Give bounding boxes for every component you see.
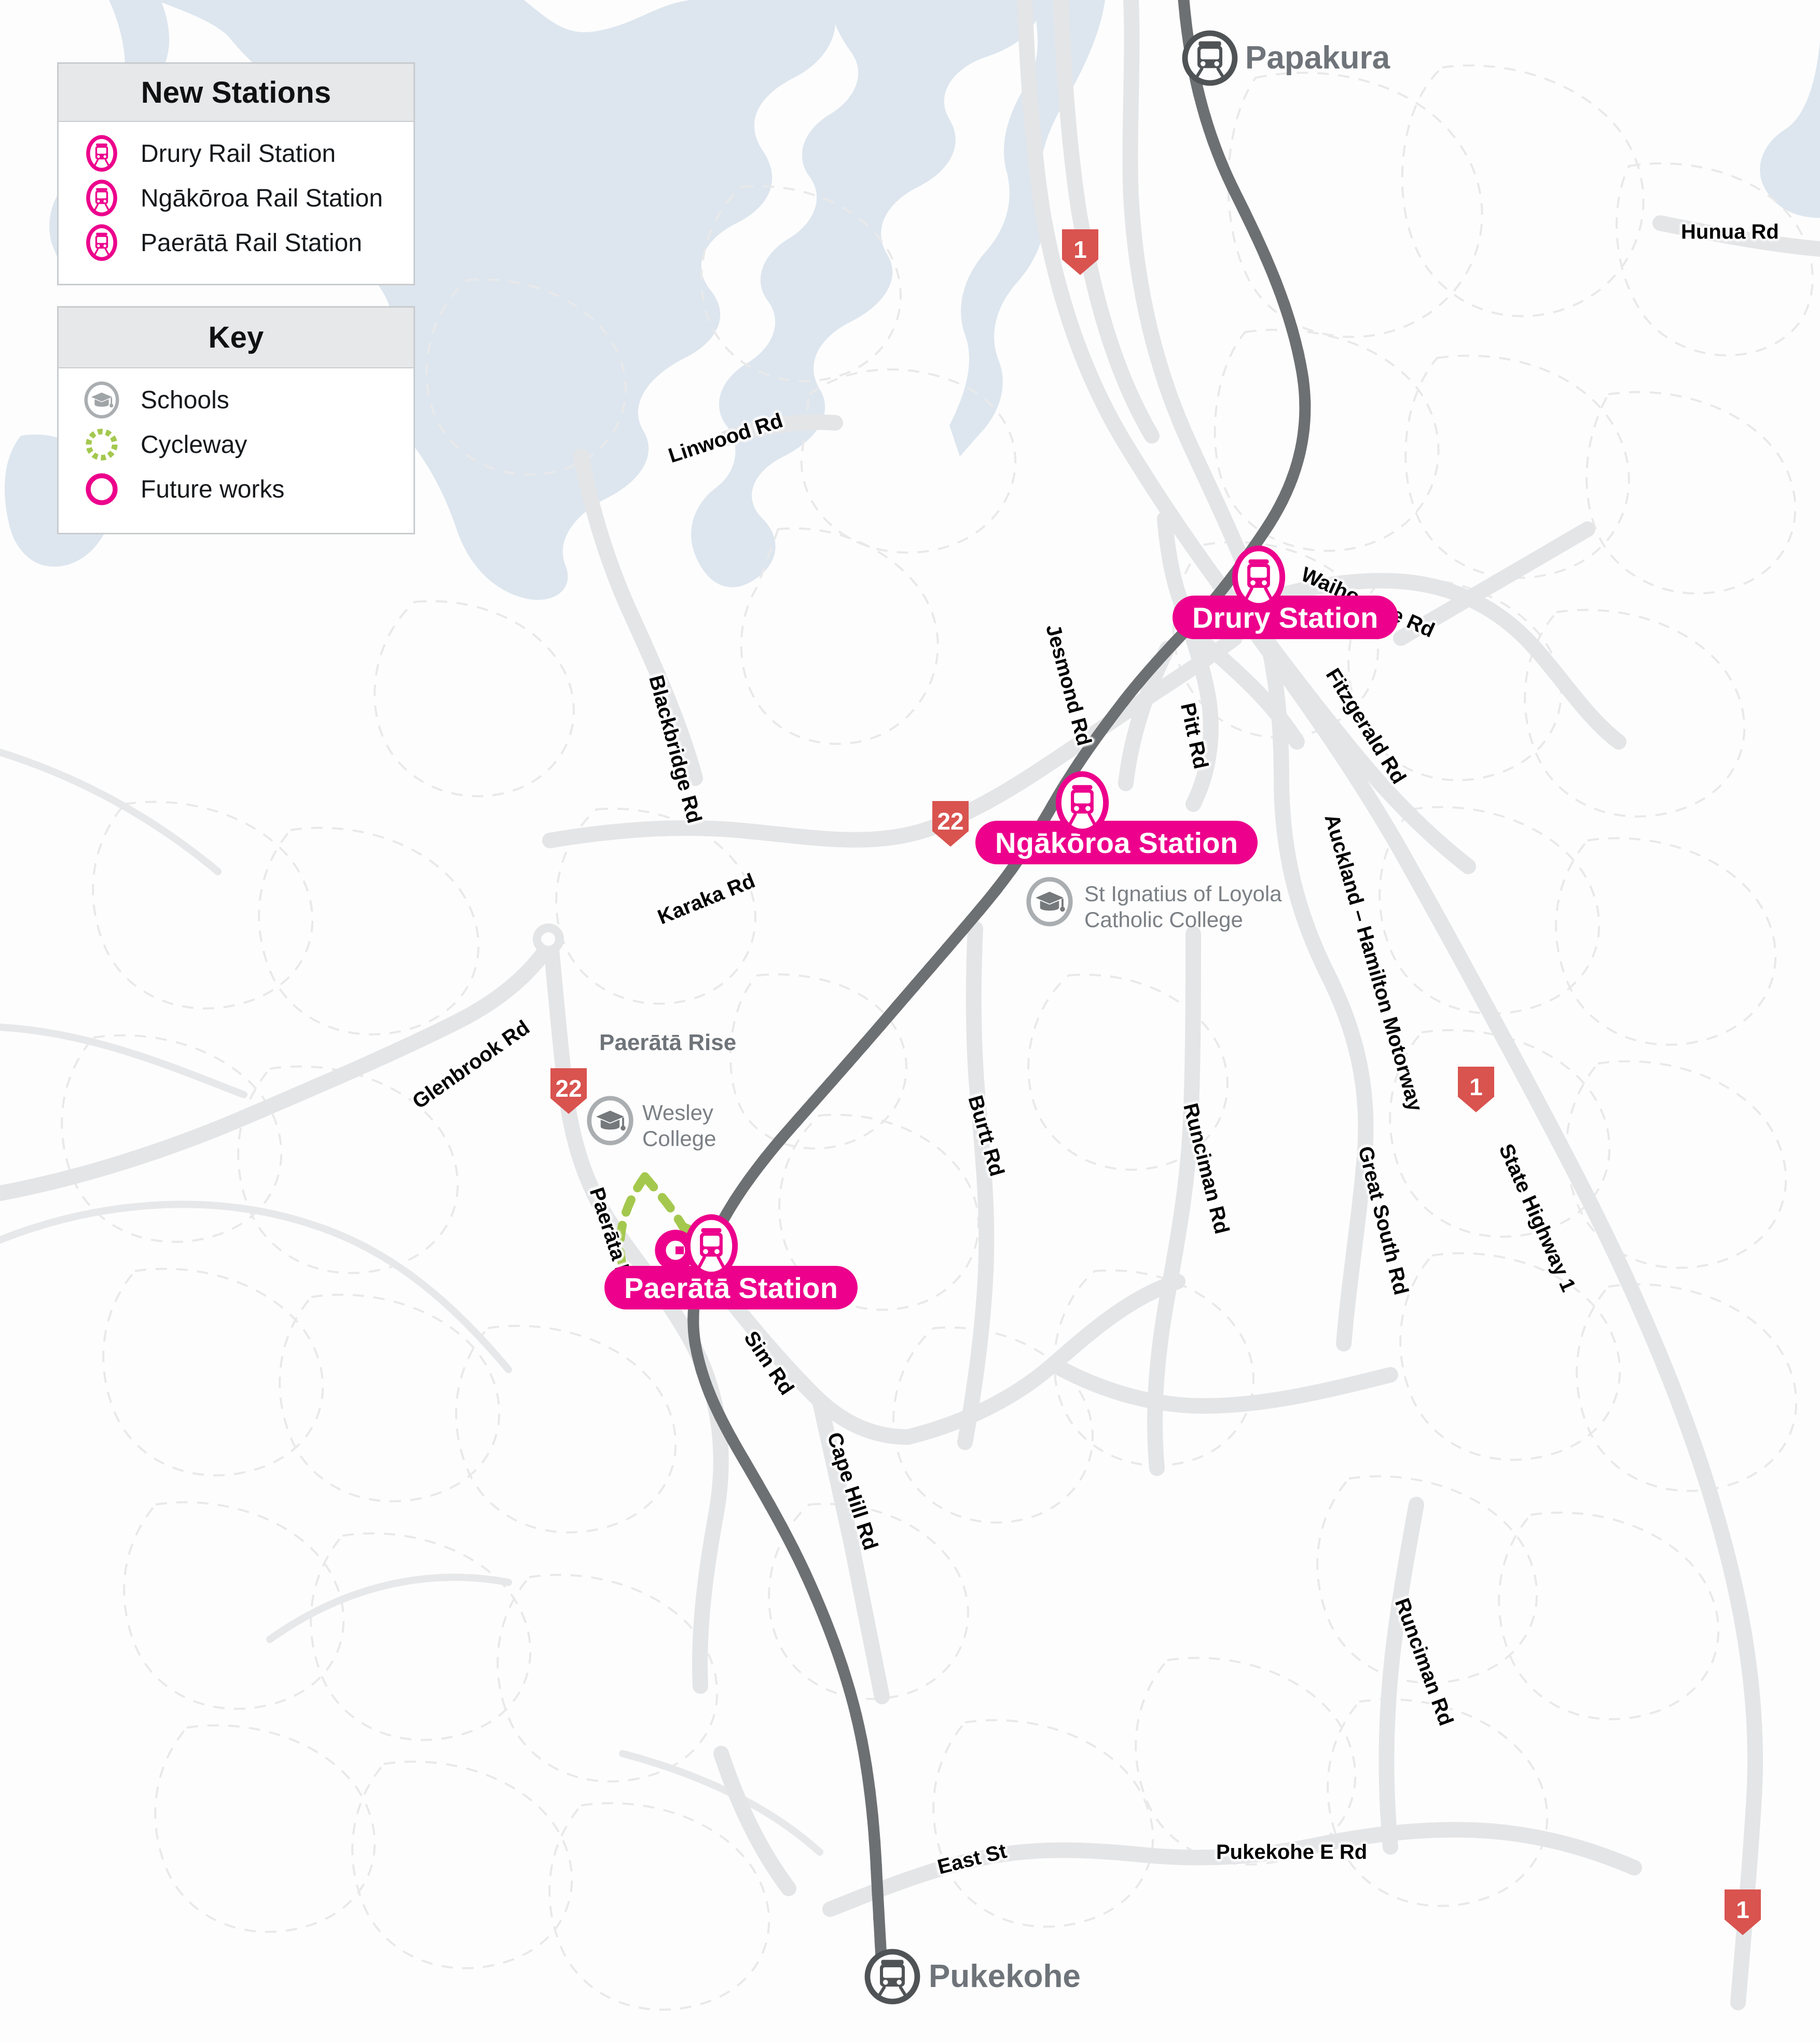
dashed-circle-icon — [82, 425, 121, 464]
highway-shield-number: 1 — [1073, 236, 1087, 263]
highway-shield-number: 1 — [1736, 1896, 1749, 1923]
station-pill-label: Paerātā Station — [624, 1271, 838, 1304]
station-pill-ngakoroa[interactable]: Ngākōroa Station — [975, 821, 1258, 864]
legend-item-schools[interactable]: Schools — [59, 378, 413, 422]
train-station-icon — [82, 179, 121, 217]
highway-shield: 1 — [1060, 227, 1100, 277]
school-graduation-cap-icon — [587, 1096, 633, 1146]
station-pill-drury[interactable]: Drury Station — [1173, 596, 1398, 639]
station-pill-label: Drury Station — [1192, 601, 1378, 634]
station-marker-drury[interactable] — [1227, 541, 1290, 616]
highway-shield: 22 — [930, 799, 971, 849]
legend-new-stations-title: New Stations — [141, 75, 332, 109]
legend-item-label: Future works — [141, 475, 285, 503]
school-label-st-ignatius: St Ignatius of Loyola Catholic College — [1084, 881, 1282, 932]
train-station-icon — [684, 1214, 738, 1278]
shield-icon — [1062, 229, 1098, 275]
shield-icon — [550, 1068, 587, 1114]
station-label-pukekohe: Pukekohe — [929, 1958, 1081, 1994]
legend-item-cycleway[interactable]: Cycleway — [59, 422, 413, 467]
shield-icon — [932, 801, 969, 847]
legend-new-stations-header: New Stations — [59, 64, 413, 122]
road-label: Pukekohe E Rd — [1216, 1841, 1368, 1864]
station-label-papakura: Papakura — [1245, 40, 1390, 76]
legend-key-body: Schools Cycleway Future works — [59, 368, 413, 525]
legend-item-future-works[interactable]: Future works — [59, 467, 413, 512]
legend-item-label: Drury Rail Station — [141, 140, 336, 168]
legend-key: Key Schools — [57, 306, 415, 534]
legend-key-title: Key — [208, 321, 264, 354]
station-marker-ngakoroa[interactable] — [1051, 767, 1114, 842]
legend-item-label: Cycleway — [141, 431, 247, 459]
school-label-line1: St Ignatius of Loyola — [1084, 881, 1282, 906]
rail-line — [693, 0, 1305, 1971]
station-marker-papakura[interactable] — [1179, 27, 1241, 92]
legend-item-ngakoroa[interactable]: Ngākōroa Rail Station — [59, 176, 413, 220]
station-pill-paerata[interactable]: Paerātā Station — [604, 1266, 858, 1309]
train-station-icon — [1182, 30, 1238, 86]
legend-item-label: Ngākōroa Rail Station — [141, 184, 383, 212]
school-label-wesley-college: Wesley College — [642, 1100, 716, 1151]
school-label-line2: Catholic College — [1084, 907, 1243, 932]
ring-icon — [82, 470, 121, 508]
legend-item-paerata[interactable]: Paerātā Rail Station — [59, 220, 413, 265]
train-station-icon — [82, 134, 121, 173]
highway-shield: 1 — [1456, 1065, 1496, 1114]
shield-icon — [1725, 1889, 1761, 1935]
school-graduation-cap-icon — [82, 381, 121, 419]
shield-icon — [1458, 1067, 1494, 1112]
highway-shield: 22 — [548, 1066, 589, 1116]
legend-new-stations-body: Drury Rail Station Ngākōroa Rail Station — [59, 122, 413, 279]
legend-new-stations: New Stations Drury Rail Station — [57, 62, 415, 285]
legend-item-label: Paerātā Rail Station — [141, 229, 362, 257]
place-label-paerata-rise: Paerātā Rise — [599, 1030, 737, 1055]
highway-shield: 1 — [1722, 1887, 1763, 1937]
train-station-icon — [82, 224, 121, 262]
school-label-line1: Wesley — [642, 1100, 713, 1125]
highway-shield-number: 22 — [937, 808, 964, 835]
station-marker-paerata[interactable] — [680, 1210, 743, 1285]
train-station-icon — [1055, 771, 1109, 835]
school-marker-wesley-college — [585, 1096, 635, 1148]
road-label: Hunua Rd — [1681, 220, 1779, 243]
legend-key-header: Key — [59, 308, 413, 368]
parcel-boundaries — [61, 64, 1814, 2011]
station-marker-pukekohe[interactable] — [861, 1946, 923, 2010]
legend-item-drury[interactable]: Drury Rail Station — [59, 131, 413, 176]
school-graduation-cap-icon — [1026, 877, 1073, 927]
school-marker-st-ignatius — [1025, 877, 1074, 929]
station-pill-label: Ngākōroa Station — [995, 826, 1238, 859]
legend-item-label: Schools — [141, 386, 229, 414]
highway-shield-number: 1 — [1469, 1073, 1483, 1100]
roundabout — [533, 923, 564, 955]
train-station-icon — [1232, 545, 1286, 609]
train-station-icon — [864, 1949, 920, 2005]
highway-shield-number: 22 — [555, 1075, 582, 1102]
school-label-line2: College — [642, 1126, 716, 1151]
